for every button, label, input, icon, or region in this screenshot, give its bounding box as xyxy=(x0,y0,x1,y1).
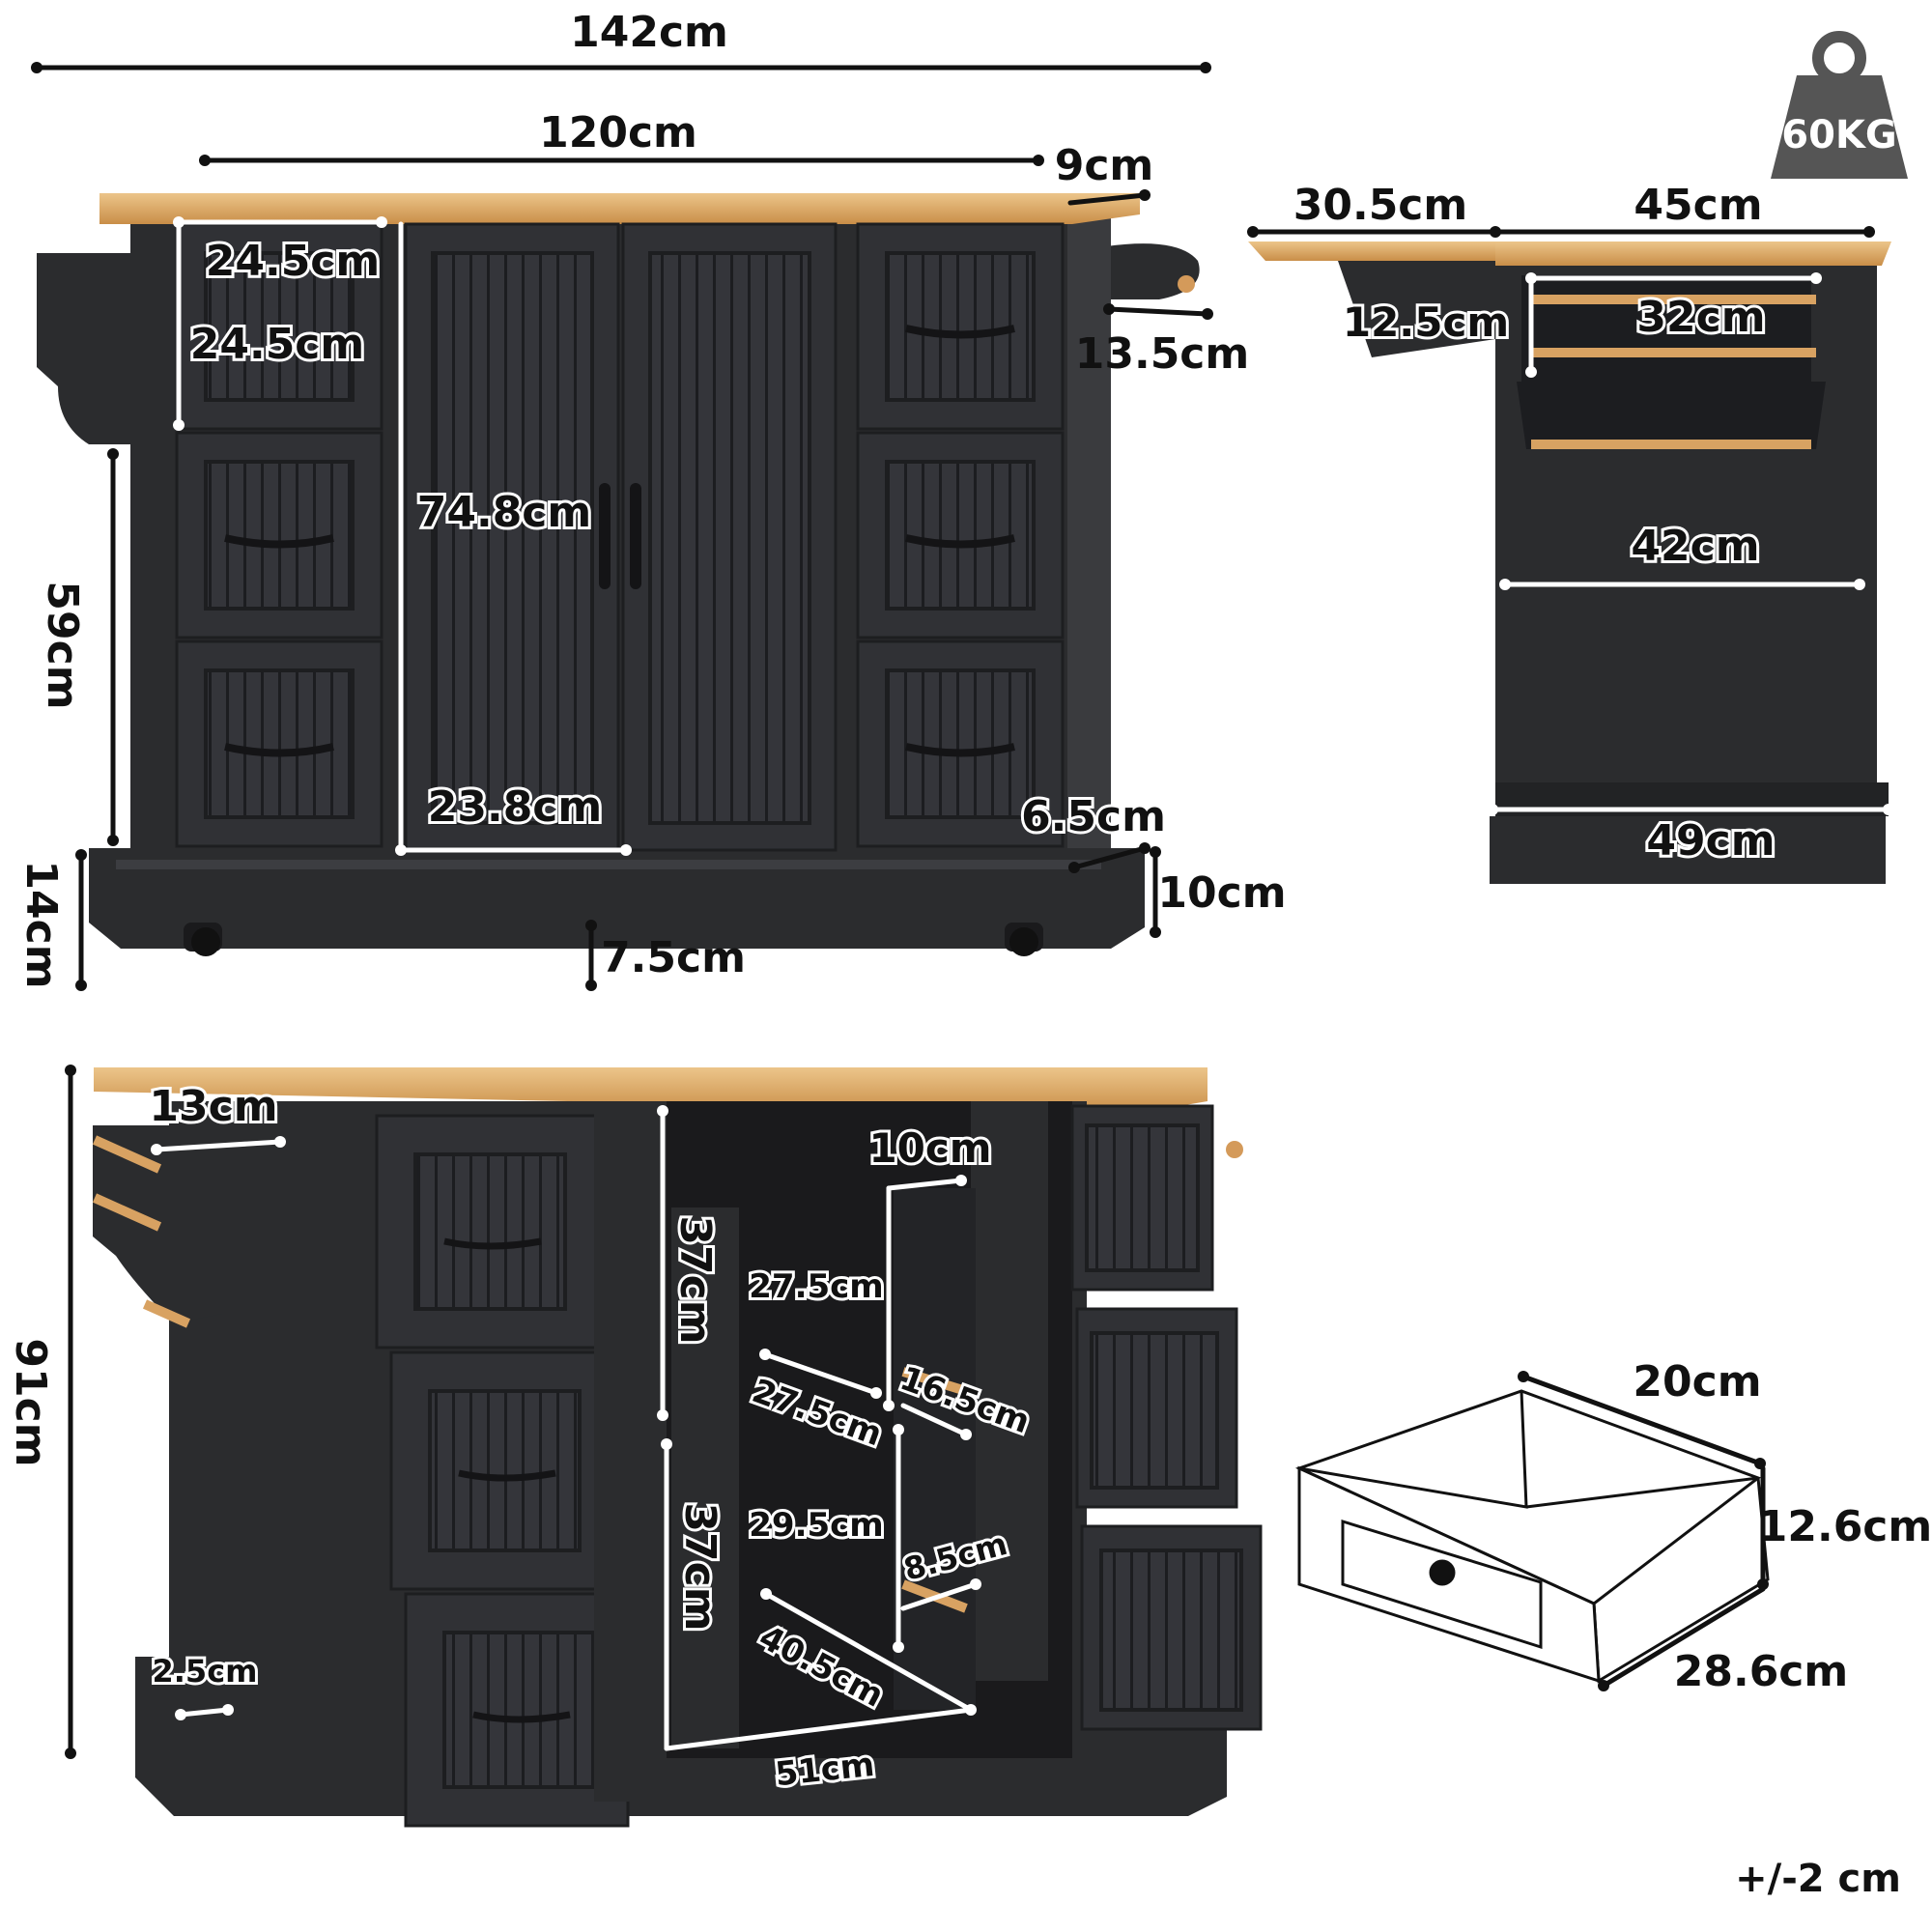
side-gap-label: 6.5cm xyxy=(1021,792,1166,841)
shelf-depth-label: 29.5cm xyxy=(749,1506,883,1545)
side-top xyxy=(1495,242,1891,266)
front-view: 142cm 120cm 9cm 24.5cm 24.5cm 74.8cm 13.… xyxy=(16,8,1287,991)
drawer-height-label: 24.5cm xyxy=(190,320,365,369)
drawer-knob xyxy=(1429,1559,1456,1586)
door-width-label: 23.8cm xyxy=(428,782,603,832)
towel-bar-depth-label: 9cm xyxy=(1055,141,1154,190)
door-rack xyxy=(894,1188,976,1710)
shelf-width-a-label: 27.5cm xyxy=(749,1267,883,1306)
rack-width-label: 32cm xyxy=(1636,293,1765,342)
base-edge-label: 2.5cm xyxy=(153,1653,258,1690)
base-trim xyxy=(116,860,1101,869)
right-drawers xyxy=(856,222,1065,848)
towel-bar-height-label: 13.5cm xyxy=(1075,329,1250,379)
leaf-bracket xyxy=(1338,261,1502,357)
wheel xyxy=(1009,927,1038,956)
center-doors xyxy=(404,222,838,852)
total-height-label: 91cm xyxy=(6,1338,55,1466)
countertop xyxy=(99,193,1140,224)
drawer-width-label: 24.5cm xyxy=(206,237,381,286)
drawer-detail xyxy=(1294,1389,1770,1684)
drawer-width-detail-label: 20cm xyxy=(1633,1357,1761,1406)
top-depth-label: 45cm xyxy=(1634,181,1762,230)
flap-bracket-label: 12.5cm xyxy=(1343,298,1509,346)
left-door-rack xyxy=(671,1208,739,1748)
base-height-label: 14cm xyxy=(16,860,66,988)
shelf-gap-upper-label: 37cm xyxy=(670,1215,720,1344)
side-base xyxy=(1490,816,1886,884)
shelf-gap-lower-label: 37cm xyxy=(675,1502,724,1631)
drop-leaf xyxy=(1248,242,1502,261)
drawer-section-height-label: 59cm xyxy=(38,581,87,709)
towel-bar-left xyxy=(37,253,135,444)
wheel xyxy=(191,927,220,956)
right-door xyxy=(971,1101,1048,1681)
open-view: 91cm 13cm 37cm 37cm 10cm 27.5cm 27.5cm 1… xyxy=(6,1065,1263,1828)
body-depth-label: 42cm xyxy=(1631,522,1759,571)
side-hook-right xyxy=(1106,243,1200,299)
weight-label: 60KG xyxy=(1781,113,1897,157)
tolerance-note: +/-2 cm xyxy=(1735,1857,1901,1901)
base xyxy=(89,848,1145,949)
base-depth-label: 49cm xyxy=(1646,816,1775,866)
cabinet-height-label: 74.8cm xyxy=(417,488,592,537)
cabinet-side xyxy=(1067,218,1111,858)
lower-rack xyxy=(1517,382,1826,449)
ground-clearance-label: 7.5cm xyxy=(601,933,746,982)
door-rack-width-label: 10cm xyxy=(868,1124,991,1172)
left-drawers xyxy=(175,222,384,848)
overall-width-label: 142cm xyxy=(570,8,728,57)
rack-depth-label: 13cm xyxy=(149,1082,277,1131)
weight-icon: 60KG xyxy=(1771,31,1908,179)
drawer-height-detail-label: 12.6cm xyxy=(1758,1502,1932,1551)
left-door-open xyxy=(594,1111,667,1802)
base-thickness-label: 10cm xyxy=(1157,868,1286,918)
rod-end xyxy=(1178,275,1195,293)
flap-width-label: 30.5cm xyxy=(1293,181,1468,230)
side-view: 30.5cm 45cm 12.5cm 32cm 42cm 49cm xyxy=(1247,181,1894,884)
cabinet-width-label: 120cm xyxy=(539,108,697,157)
drawer-depth-detail-label: 28.6cm xyxy=(1674,1647,1849,1696)
